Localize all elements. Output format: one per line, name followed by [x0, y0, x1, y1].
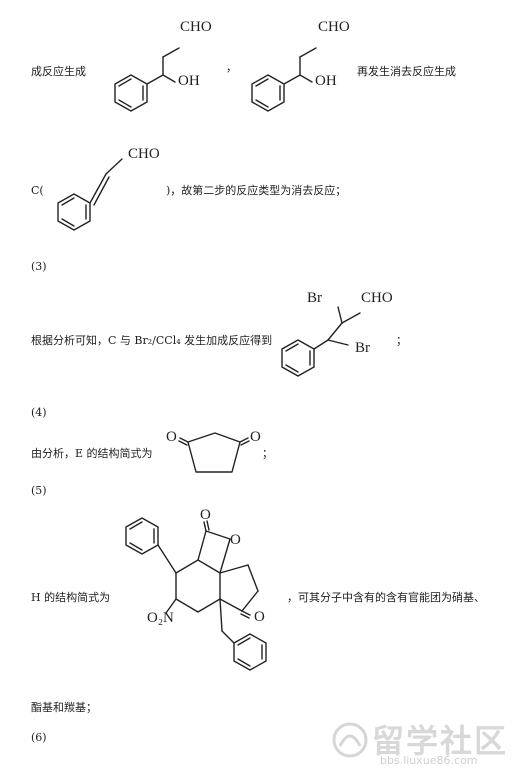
line1-comma: ， — [226, 61, 237, 74]
section-6: (6) — [31, 731, 47, 744]
label-o-right: O — [250, 429, 261, 445]
line5-right-text: ，可其分子中含有的含有官能团为硝基、 — [287, 591, 485, 604]
line4-text: 由分析，E 的结构简式为 — [31, 447, 153, 460]
label-o-ketone: O — [254, 609, 265, 625]
label-oh: OH — [315, 73, 337, 89]
structure-dibromo-aldehyde — [281, 306, 361, 377]
label-br-top: Br — [307, 290, 322, 306]
structure-h — [125, 517, 267, 671]
line3-end: ； — [396, 334, 407, 347]
watermark-logo-icon — [332, 722, 368, 758]
structure-cinnamaldehyde — [57, 158, 123, 231]
line3-text: 根据分析可知，C 与 Br₂/CCl₄ 发生加成反应得到 — [31, 334, 273, 347]
label-oh: OH — [178, 73, 200, 89]
structure-hydroxy-aldehyde-2 — [251, 47, 317, 112]
section-3: (3) — [31, 260, 47, 273]
label-o-ring: O — [230, 532, 241, 548]
section-4: (4) — [31, 406, 47, 419]
line5-left-text: H 的结构简式为 — [31, 591, 111, 604]
label-o-carbonyl: O — [200, 507, 211, 523]
label-cho: CHO — [180, 19, 212, 35]
watermark: 留学社区 bbs.liuxue86.com — [330, 716, 508, 768]
line1-right-text: 再发生消去反应生成 — [357, 65, 456, 78]
line4-end: ； — [262, 447, 273, 460]
section-5: (5) — [31, 484, 47, 497]
line6-text: 酯基和羰基； — [31, 701, 97, 714]
label-cho: CHO — [128, 146, 160, 162]
label-cho: CHO — [318, 19, 350, 35]
watermark-url: bbs.liuxue86.com — [380, 754, 478, 767]
line1-left-text: 成反应生成 — [31, 65, 86, 78]
watermark-title: 留学社区 — [372, 722, 509, 760]
structure-hydroxy-aldehyde-1 — [114, 47, 180, 112]
label-br-bottom: Br — [355, 340, 370, 356]
label-cho: CHO — [361, 290, 393, 306]
line2-suffix: )，故第二步的反应类型为消去反应； — [166, 184, 347, 197]
label-o-left: O — [166, 429, 177, 445]
structure-cyclopentanedione — [178, 432, 250, 473]
label-no2: O₂N — [147, 610, 174, 626]
line2-prefix: C( — [31, 184, 44, 197]
